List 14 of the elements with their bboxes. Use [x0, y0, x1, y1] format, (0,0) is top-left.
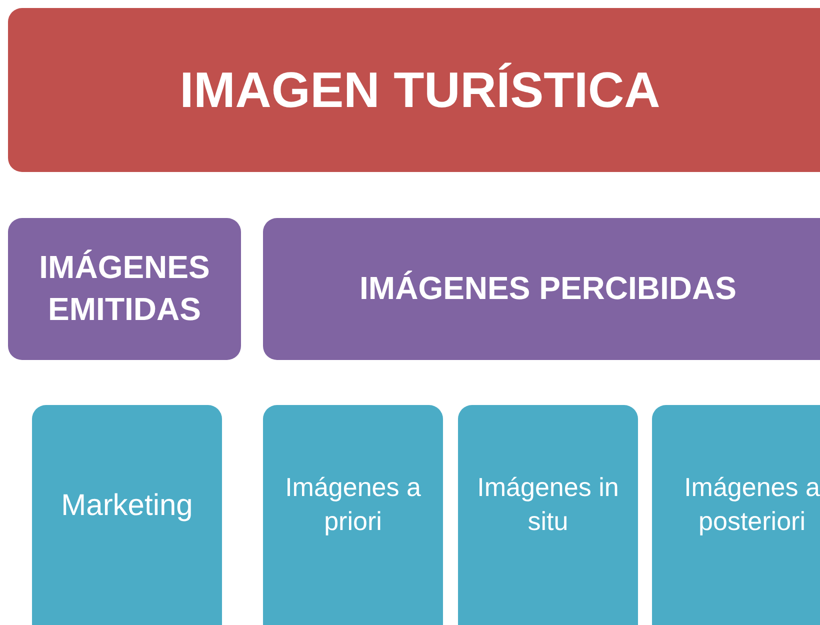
subcategory-box: [458, 405, 638, 625]
heading-text: IMÁGENES EMITIDAS: [38, 248, 211, 329]
label-text: Imágenes a posteriori: [683, 471, 820, 538]
label-text: Imágenes in situ: [476, 471, 620, 538]
label-text: Imágenes a priori: [284, 471, 422, 538]
title-banner: [8, 8, 820, 172]
subcategory-box: [32, 405, 222, 625]
heading-text: IMÁGENES PERCIBIDAS: [358, 269, 738, 308]
category-box: [263, 218, 820, 360]
heading-text: IMAGEN TURÍSTICA: [178, 60, 662, 120]
category-box: [8, 218, 241, 360]
subcategory-box: [652, 405, 820, 625]
subcategory-box: [263, 405, 443, 625]
label-text: Marketing: [60, 488, 194, 524]
